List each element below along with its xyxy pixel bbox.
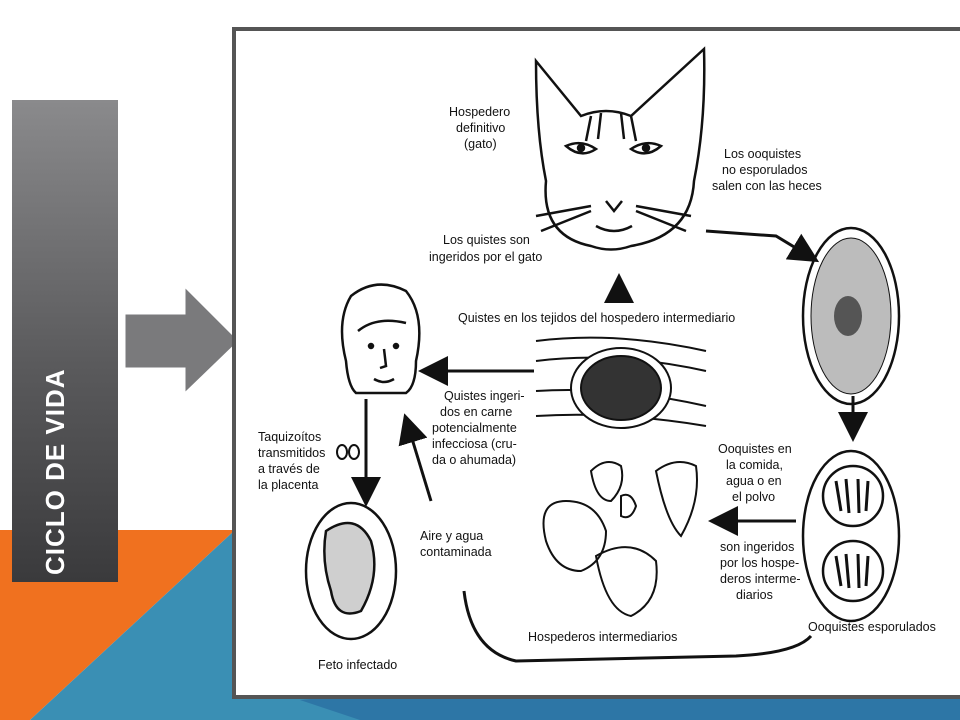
label-ooquistes-heces: Los ooquistes no esporulados salen con l… [712,147,822,193]
intermediate-hosts-icon [542,461,698,618]
label-feto: Feto infectado [318,658,397,672]
life-cycle-figure: Hospedero definitivo (gato) Los ooquiste… [232,27,960,699]
unsporulated-oocyst-icon [801,226,901,406]
tachyzoite-icon [336,444,360,460]
label-ingeridos-hospederos: son ingeridos por los hospe- deros inter… [720,540,804,602]
cycle-arrows [351,229,868,663]
label-ooquistes-esporulados: Ooquistes esporulados [808,620,936,634]
title-bar [12,100,118,582]
label-ooquistes-comida: Ooquistes en la comida, agua o en el pol… [718,442,795,504]
label-quistes-carne: Quistes ingeri- dos en carne potencialme… [432,389,528,467]
label-quistes-tejidos: Quistes en los tejidos del hospedero int… [458,311,735,325]
label-aire-agua: Aire y agua contaminada [420,529,492,559]
label-hospederos-intermediarios: Hospederos intermediarios [528,630,677,644]
slide-title: CICLO DE VIDA [40,368,70,575]
cat-icon [534,46,706,251]
label-quistes-ingeridos-gato: Los quistes son ingeridos por el gato [429,233,542,264]
label-hospedero-definitivo: Hospedero definitivo (gato) [449,105,514,151]
woman-icon [340,283,421,395]
label-taquizoitos: Taquizoítos transmitidos a través de la … [258,430,329,492]
sporulated-oocyst-icon [801,449,901,623]
tissue-cyst-icon [535,336,707,429]
fetus-icon [304,501,398,641]
life-cycle-diagram: Hospedero definitivo (gato) Los ooquiste… [258,46,936,672]
right-arrow-icon [122,283,243,398]
